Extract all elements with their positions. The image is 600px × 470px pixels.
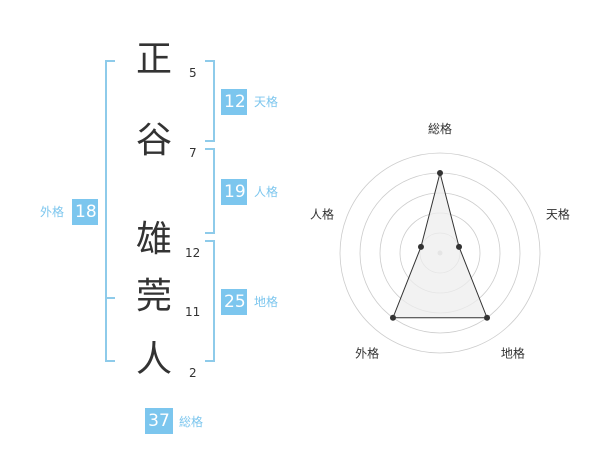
radar-point-4 bbox=[389, 314, 396, 321]
stroke-count-5: 2 bbox=[189, 366, 197, 380]
name-char-5: 人 bbox=[135, 339, 172, 380]
soukaku-label: 総格 bbox=[179, 415, 204, 429]
gaikaku-bracket-tick bbox=[105, 297, 115, 299]
soukaku-badge: 37 bbox=[145, 408, 173, 434]
radar-axis-label-5: 人格 bbox=[310, 207, 334, 222]
stroke-count-1: 5 bbox=[189, 66, 197, 80]
tenkaku-badge: 12 bbox=[221, 89, 247, 115]
radar-ring bbox=[339, 152, 541, 354]
stroke-count-3: 12 bbox=[185, 246, 201, 260]
name-char-2: 谷 bbox=[135, 120, 172, 161]
radar-polygon bbox=[392, 172, 488, 319]
radar-point-5 bbox=[417, 243, 424, 250]
stroke-count-4: 11 bbox=[185, 305, 201, 319]
radar-axis-label-1: 総格 bbox=[428, 121, 452, 136]
radar-axis-label-4: 外格 bbox=[355, 345, 379, 360]
jinkaku-badge: 19 bbox=[221, 179, 247, 205]
chikaku-bracket bbox=[205, 240, 215, 362]
radar-axis-label-3: 地格 bbox=[501, 345, 525, 360]
tenkaku-bracket bbox=[205, 60, 215, 142]
gaikaku-label: 外格 bbox=[40, 205, 65, 219]
chikaku-label: 地格 bbox=[254, 295, 279, 309]
jinkaku-label: 人格 bbox=[254, 185, 279, 199]
radar-axis-label-2: 天格 bbox=[546, 207, 570, 222]
name-char-4: 莞 bbox=[135, 276, 172, 317]
chikaku-badge: 25 bbox=[221, 289, 247, 315]
gaikaku-badge: 18 bbox=[72, 199, 98, 225]
stroke-count-2: 7 bbox=[189, 146, 197, 160]
name-char-1: 正 bbox=[135, 39, 172, 80]
tenkaku-label: 天格 bbox=[254, 95, 279, 109]
radar-point-2 bbox=[456, 243, 463, 250]
radar-point-1 bbox=[437, 170, 443, 176]
gaikaku-bracket bbox=[105, 60, 115, 362]
jinkaku-bracket bbox=[205, 148, 215, 234]
name-char-3: 雄 bbox=[135, 219, 172, 260]
radar-point-3 bbox=[484, 314, 491, 321]
